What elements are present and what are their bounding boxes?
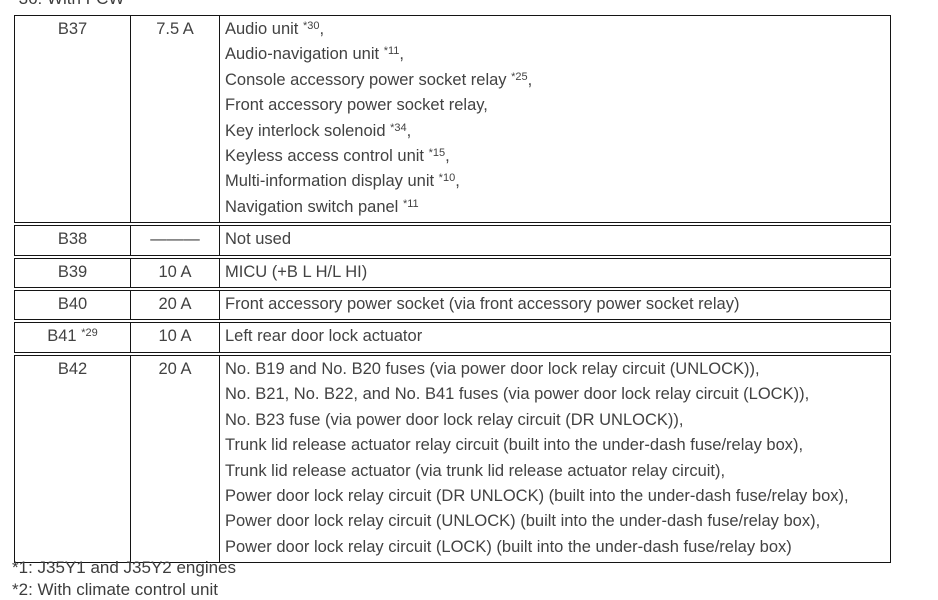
amperage-cell: 7.5 A bbox=[131, 16, 220, 222]
circuit-line: Power door lock relay circuit (UNLOCK) (… bbox=[225, 509, 890, 534]
circuit-line: Trunk lid release actuator relay circuit… bbox=[225, 433, 890, 458]
footnote-reference: *25 bbox=[511, 71, 528, 83]
fuse-number-cell: B37 bbox=[15, 16, 131, 222]
fuse-number-cell: B40 bbox=[15, 291, 131, 319]
circuit-line: Audio unit *30, bbox=[225, 17, 890, 42]
circuit-line: Power door lock relay circuit (LOCK) (bu… bbox=[225, 535, 890, 560]
circuit-line: Multi-information display unit *10, bbox=[225, 169, 890, 194]
circuits-protected-cell: Audio unit *30,Audio-navigation unit *11… bbox=[220, 16, 890, 222]
circuits-protected-cell: No. B19 and No. B20 fuses (via power doo… bbox=[220, 356, 890, 562]
footnote-1: *1: J35Y1 and J35Y2 engines bbox=[12, 557, 236, 579]
footnote-reference: *29 bbox=[81, 327, 98, 339]
circuits-protected-cell: MICU (+B L H/L HI) bbox=[220, 259, 890, 287]
fuse-number-cell: B38 bbox=[15, 226, 131, 254]
footnote-reference: *34 bbox=[390, 122, 407, 134]
circuit-line: No. B19 and No. B20 fuses (via power doo… bbox=[225, 357, 890, 382]
footnote-reference: *11 bbox=[403, 198, 419, 210]
footnote-2: *2: With climate control unit bbox=[12, 579, 236, 600]
circuit-line: Keyless access control unit *15, bbox=[225, 144, 890, 169]
circuit-line: No. B23 fuse (via power door lock relay … bbox=[225, 408, 890, 433]
amperage-cell: 10 A bbox=[131, 323, 220, 351]
circuit-line: MICU (+B L H/L HI) bbox=[225, 260, 890, 285]
circuit-line: Console accessory power socket relay *25… bbox=[225, 68, 890, 93]
circuits-protected-cell: Left rear door lock actuator bbox=[220, 323, 890, 351]
circuit-line: Audio-navigation unit *11, bbox=[225, 42, 890, 67]
fuse-row-b38: B38———Not used bbox=[14, 225, 891, 255]
footnote-list: *1: J35Y1 and J35Y2 engines *2: With cli… bbox=[12, 557, 236, 600]
amperage-cell: 20 A bbox=[131, 291, 220, 319]
fuse-number-cell: B41 *29 bbox=[15, 323, 131, 351]
amperage-cell: 20 A bbox=[131, 356, 220, 562]
circuit-line: Front accessory power socket relay, bbox=[225, 93, 890, 118]
footnote-reference: *30 bbox=[303, 20, 320, 32]
footnote-reference: *11 bbox=[384, 45, 400, 57]
footnote-reference: *15 bbox=[429, 147, 446, 159]
circuits-protected-cell: Front accessory power socket (via front … bbox=[220, 291, 890, 319]
circuits-protected-cell: Not used bbox=[220, 226, 890, 254]
circuit-line: Navigation switch panel *11 bbox=[225, 195, 890, 220]
circuit-line: Key interlock solenoid *34, bbox=[225, 119, 890, 144]
footnote-36-partial: *36: With FCW bbox=[12, 0, 124, 9]
circuit-line: Front accessory power socket (via front … bbox=[225, 292, 890, 317]
circuit-line: Left rear door lock actuator bbox=[225, 324, 890, 349]
amperage-cell: 10 A bbox=[131, 259, 220, 287]
fuse-number-cell: B42 bbox=[15, 356, 131, 562]
fuse-number-cell: B39 bbox=[15, 259, 131, 287]
circuit-line: Trunk lid release actuator (via trunk li… bbox=[225, 459, 890, 484]
circuit-line: Power door lock relay circuit (DR UNLOCK… bbox=[225, 484, 890, 509]
circuit-line: No. B21, No. B22, and No. B41 fuses (via… bbox=[225, 382, 890, 407]
amperage-cell: ——— bbox=[131, 226, 220, 254]
circuit-line: Not used bbox=[225, 227, 890, 252]
footnote-reference: *10 bbox=[439, 172, 456, 184]
